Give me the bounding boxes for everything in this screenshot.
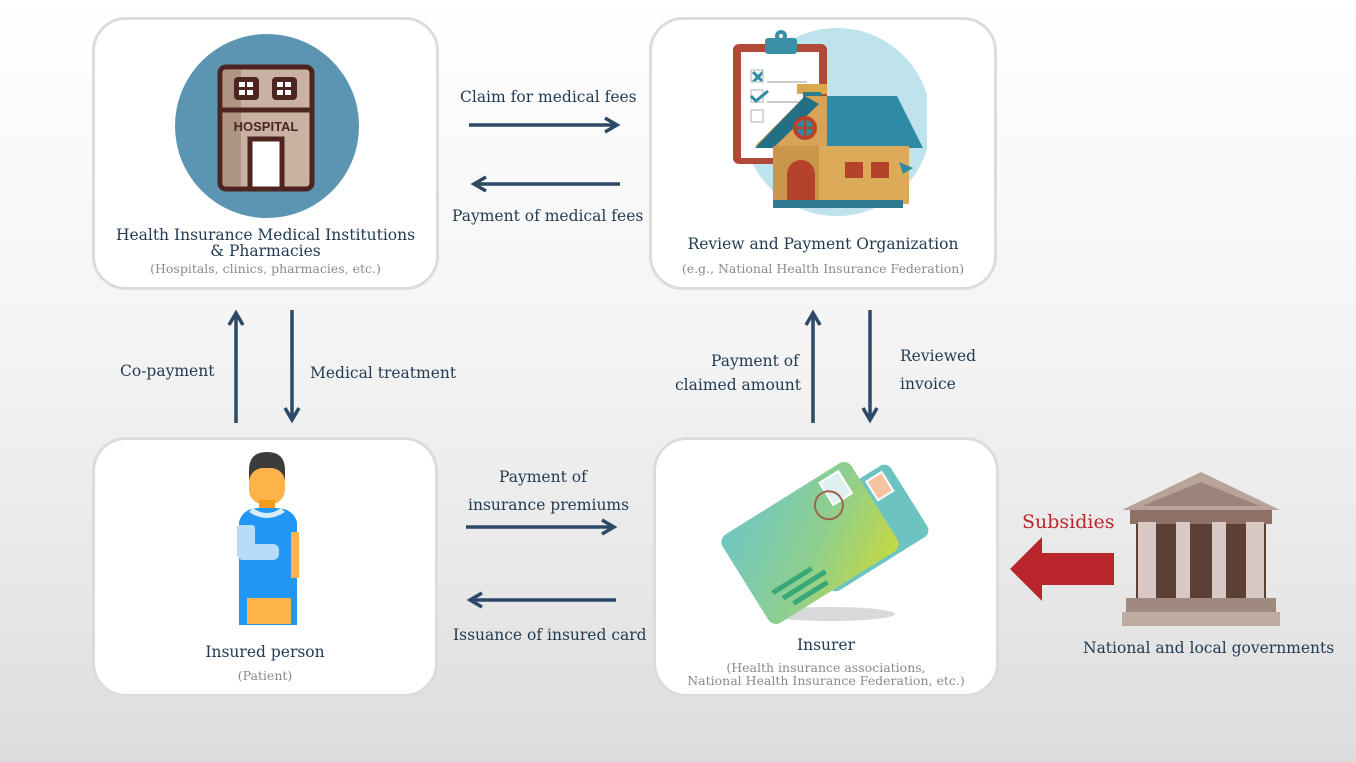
node-title: Insured person — [205, 643, 325, 661]
arrow-right-icon — [469, 116, 621, 134]
flow-label-issuance: Issuance of insured card — [453, 626, 647, 644]
arrow-down-icon — [861, 310, 879, 424]
arrow-right-icon — [466, 518, 618, 536]
node-title-governments: National and local governments — [1083, 639, 1335, 657]
node-subtitle-line2: National Health Insurance Federation, et… — [687, 673, 965, 688]
node-subtitle: (Patient) — [237, 668, 293, 683]
arrow-down-icon — [283, 310, 301, 424]
node-title-line2: & Pharmacies — [210, 242, 321, 260]
flow-label-premiums-line2: insurance premiums — [468, 496, 630, 514]
insurance-card-icon — [718, 448, 938, 633]
node-insured-person: Insured person (Patient) — [92, 437, 438, 697]
node-subtitle-line1: (Health insurance associations, — [726, 660, 926, 675]
node-title: Health Insurance Medical Institutions — [115, 226, 416, 244]
arrow-up-icon — [227, 309, 245, 423]
flow-label-copayment: Co-payment — [120, 362, 215, 380]
node-title: Review and Payment Organization — [687, 235, 959, 253]
flow-label-subsidies: Subsidies — [1022, 511, 1115, 533]
house-clipboard-icon — [727, 24, 927, 224]
node-insurer: Insurer (Health insurance associations, … — [653, 437, 999, 697]
node-medical-institutions: HOSPITAL Health Insurance Medical Instit… — [92, 17, 439, 290]
hospital-icon: HOSPITAL — [175, 34, 359, 218]
node-title: Insurer — [796, 636, 856, 654]
flow-label-payment-claimed-line2: claimed amount — [675, 376, 802, 394]
flow-label-reviewed-line2: invoice — [900, 375, 956, 393]
arrow-left-icon — [466, 591, 618, 609]
subsidies-arrow-icon — [1010, 537, 1116, 601]
arrow-left-icon — [470, 175, 622, 193]
hospital-sign: HOSPITAL — [234, 119, 299, 134]
node-subtitle: (e.g., National Health Insurance Federat… — [681, 261, 965, 276]
node-review-organization: Review and Payment Organization (e.g., N… — [649, 17, 997, 290]
flow-label-treatment: Medical treatment — [310, 364, 457, 382]
government-building-icon — [1120, 470, 1282, 630]
flow-label-payment-fees: Payment of medical fees — [452, 207, 644, 225]
arrow-up-icon — [804, 309, 822, 423]
flow-label-premiums-line1: Payment of — [499, 468, 587, 486]
node-subtitle: (Hospitals, clinics, pharmacies, etc.) — [150, 261, 381, 276]
patient-icon — [233, 450, 303, 625]
flow-label-reviewed-line1: Reviewed — [900, 347, 977, 365]
flow-label-claim: Claim for medical fees — [460, 88, 637, 106]
flow-label-payment-claimed-line1: Payment of — [711, 352, 799, 370]
